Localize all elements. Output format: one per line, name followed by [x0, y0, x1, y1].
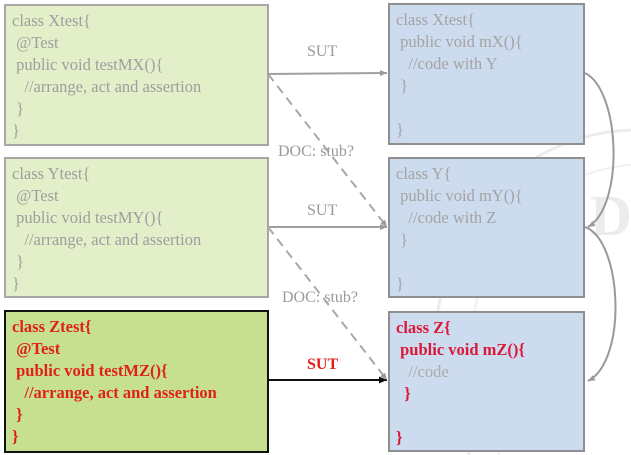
code-line: class Y{ — [396, 164, 452, 183]
sut-label-z: SUT — [307, 356, 339, 373]
code-line: } — [12, 274, 20, 293]
class-box-z: class Z{ public void mZ(){ //code } } — [388, 311, 585, 452]
code-line: public void testMY(){ — [12, 208, 164, 227]
class-box-y: class Y{ public void mY(){ //code with Z… — [388, 157, 585, 298]
code-line: } — [396, 428, 403, 447]
code-line: class Xtest{ — [12, 11, 91, 30]
code-line: } — [396, 384, 411, 403]
code-line: //arrange, act and assertion — [12, 230, 202, 249]
code-line — [396, 97, 577, 119]
code-line: class Z{ — [396, 318, 451, 337]
code-line: //code — [396, 362, 449, 381]
code-line: class Xtest{ — [396, 10, 475, 29]
code-line: public void testMZ(){ — [12, 361, 168, 380]
code-line: public void mX(){ — [396, 32, 523, 51]
code-line: //code with Y — [396, 54, 498, 73]
test-class-box-xtest: class Xtest{ @Test public void testMX(){… — [4, 4, 269, 146]
code-line — [396, 251, 577, 273]
code-line: } — [12, 252, 25, 271]
doc-stub-label-1: DOC: stub? — [278, 143, 354, 160]
code-line: //code with Z — [396, 208, 497, 227]
sut-label-x: SUT — [307, 43, 338, 60]
code-line: } — [12, 121, 20, 140]
code-line: } — [12, 99, 25, 118]
watermark-letters: D — [590, 183, 631, 248]
doc-stub-label-2: DOC: stub? — [282, 289, 358, 306]
code-line: public void mZ(){ — [396, 340, 525, 359]
code-line: public void testMX(){ — [12, 55, 164, 74]
code-line: @Test — [12, 339, 61, 358]
test-class-box-ztest: class Ztest{ @Test public void testMZ(){… — [4, 310, 269, 453]
code-line: } — [396, 230, 409, 249]
code-line: class Ztest{ — [12, 317, 92, 336]
test-class-box-ytest: class Ytest{ @Test public void testMY(){… — [4, 157, 269, 298]
code-line: class Ytest{ — [12, 164, 91, 183]
code-line: public void mY(){ — [396, 186, 523, 205]
code-line: @Test — [12, 186, 59, 205]
code-line: //arrange, act and assertion — [12, 383, 217, 402]
code-line: } — [396, 76, 409, 95]
code-line: } — [396, 274, 404, 293]
class-box-x: class Xtest{ public void mX(){ //code wi… — [388, 3, 585, 145]
code-line: @Test — [12, 33, 59, 52]
code-line: } — [12, 427, 19, 446]
code-line: } — [12, 405, 23, 424]
code-line: } — [396, 120, 404, 139]
sut-label-y: SUT — [307, 202, 338, 219]
code-line: //arrange, act and assertion — [12, 77, 202, 96]
code-line — [396, 405, 577, 427]
